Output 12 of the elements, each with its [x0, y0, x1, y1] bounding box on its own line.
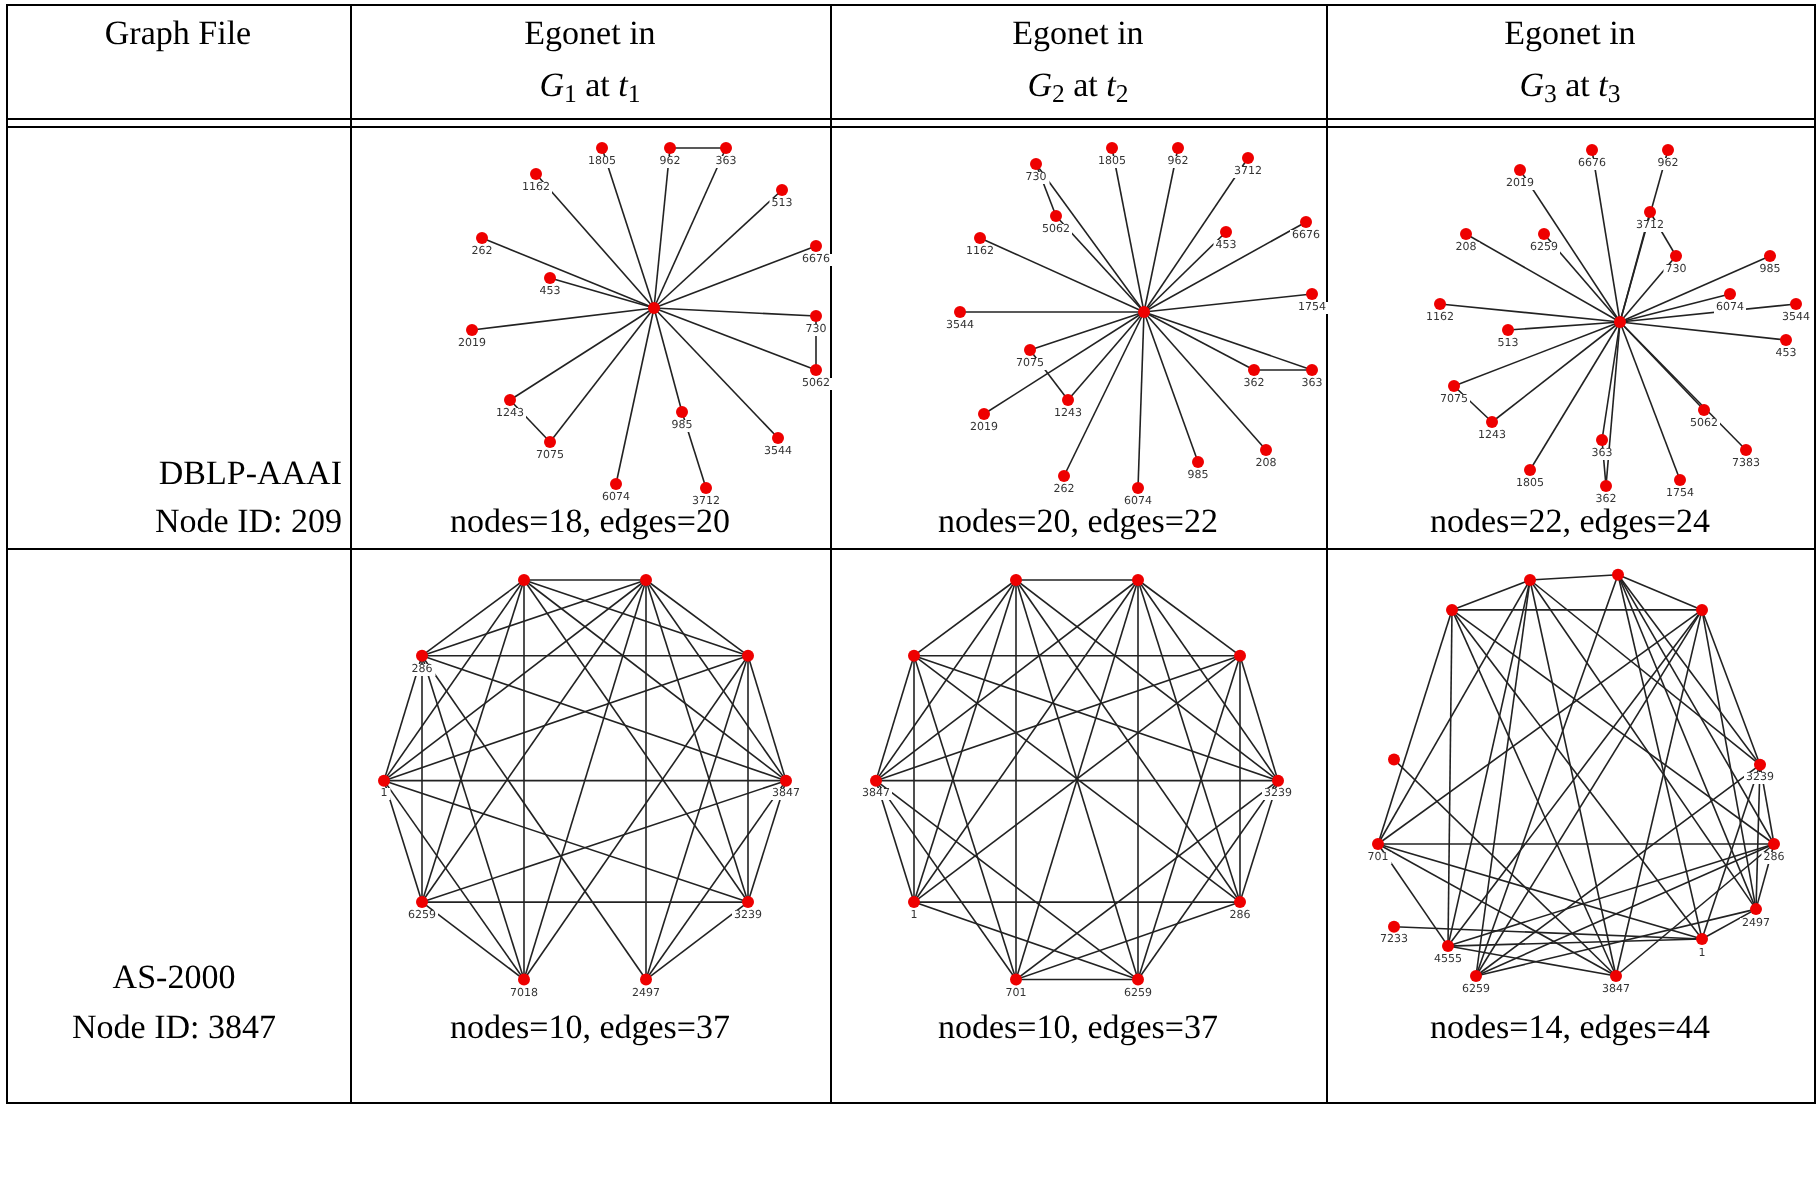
column-header: Egonet in G$_{2}$ at t$_{2}$: [1010, 12, 1146, 112]
dataset-name: AS-2000: [110, 956, 238, 1000]
node-id: Node ID: 3847: [70, 1006, 278, 1050]
graph-stats: nodes=10, edges=37: [935, 1006, 1221, 1050]
column-header: Egonet in G$_{1}$ at t$_{1}$: [522, 12, 658, 112]
graph-stats: nodes=22, edges=24: [1427, 502, 1713, 544]
graph-stats: nodes=10, edges=37: [447, 1006, 733, 1050]
column-header: Graph File: [102, 12, 254, 56]
column-header: Egonet in G$_{3}$ at t$_{3}$: [1502, 12, 1638, 112]
graph-stats: nodes=14, edges=44: [1427, 1006, 1713, 1050]
node-id: Node ID: 209: [153, 500, 342, 544]
dataset-name: DBLP-AAAI: [156, 452, 342, 496]
